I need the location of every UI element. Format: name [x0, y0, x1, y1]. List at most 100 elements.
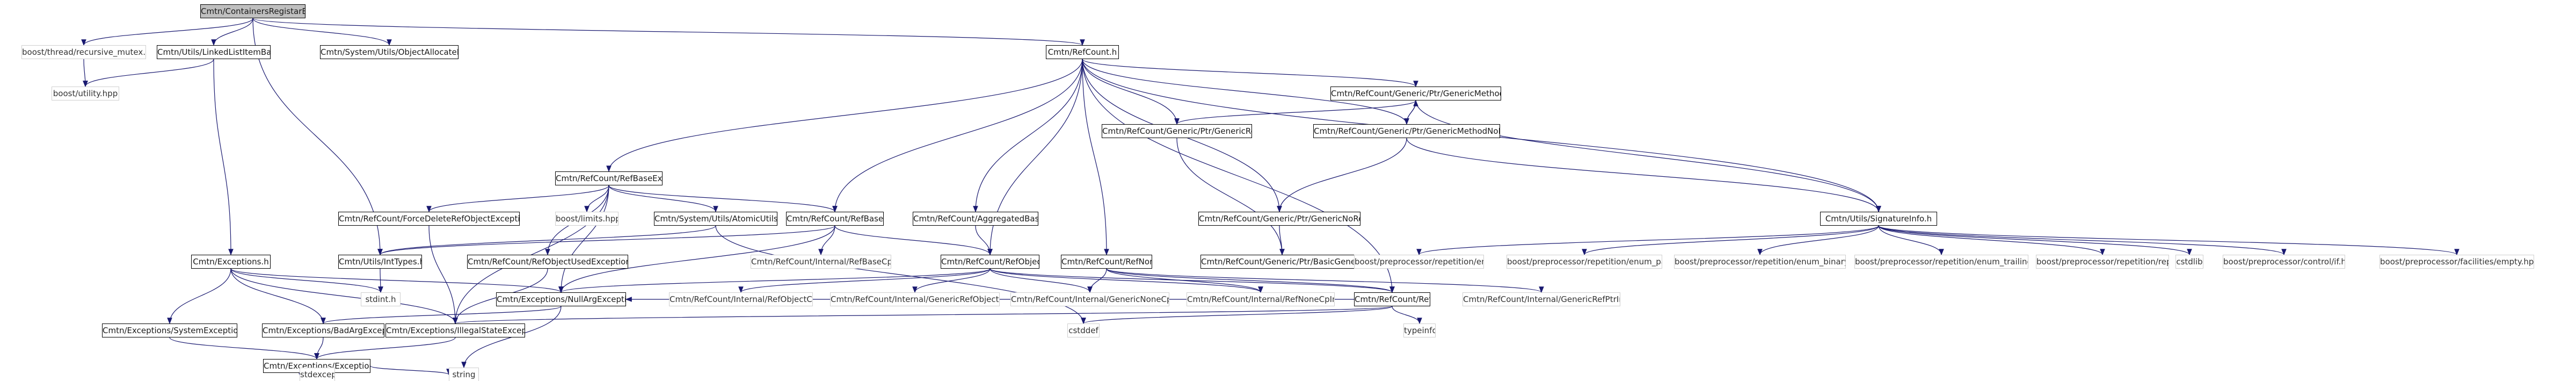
- node-boost-utility[interactable]: boost/utility.hpp: [52, 87, 119, 100]
- dependency-edge: [558, 225, 835, 293]
- dependency-edge: [211, 18, 253, 46]
- node-ref-base-ex[interactable]: Cmtn/RefCount/RefBaseEx.h: [555, 171, 663, 185]
- dependency-edge: [606, 59, 1083, 172]
- node-pp-enum-binary-params[interactable]: boost/preprocessor/repetition/enum_binar…: [1674, 255, 1846, 269]
- dependency-edge: [314, 337, 456, 360]
- node-ref-none-cp-impl[interactable]: Cmtn/RefCount/Internal/RefNoneCpImpl.h: [1187, 292, 1335, 306]
- dependency-edge: [252, 18, 383, 256]
- dependency-edge: [1082, 59, 1418, 88]
- dependency-edge: [321, 306, 562, 325]
- dependency-edge: [1878, 225, 2192, 256]
- dependency-edge: [1392, 306, 1422, 325]
- dependency-edge: [213, 59, 234, 256]
- node-ref-object-used-exception[interactable]: Cmtn/RefCount/RefObjectUsedException.h: [467, 255, 628, 269]
- node-object-allocate-buffer[interactable]: Cmtn/System/Utils/ObjectAllocateBuffer.h: [320, 45, 459, 59]
- node-typeinfo[interactable]: typeinfo: [1403, 324, 1436, 337]
- node-ref-object-cp-impl[interactable]: Cmtn/RefCount/Internal/RefObjectCpImpl.h: [669, 292, 813, 306]
- dependency-edge: [230, 268, 564, 293]
- dependency-edge: [558, 268, 991, 293]
- dependency-edge: [1277, 138, 1407, 213]
- node-pp-repeat[interactable]: boost/preprocessor/repetition/repeat.hpp: [2036, 255, 2169, 269]
- dependency-edge: [230, 268, 326, 325]
- node-linked-list-item-base[interactable]: Cmtn/Utils/LinkedListItemBase.h: [157, 45, 271, 59]
- node-exceptions[interactable]: Cmtn/Exceptions.h: [191, 255, 271, 269]
- node-boost-limits[interactable]: boost/limits.hpp: [555, 212, 618, 226]
- dependency-edge: [1415, 100, 1881, 213]
- node-signature-info[interactable]: Cmtn/Utils/SignatureInfo.h: [1820, 212, 1937, 226]
- node-cstddef[interactable]: cstddef: [1067, 324, 1100, 337]
- dependency-edge: [1082, 59, 1395, 293]
- dependency-edge: [378, 268, 383, 293]
- node-pp-enum-trailing-params[interactable]: boost/preprocessor/repetition/enum_trail…: [1854, 255, 2028, 269]
- node-system-exception[interactable]: Cmtn/Exceptions/SystemException.h: [102, 324, 237, 337]
- node-pp-facilities-empty[interactable]: boost/preprocessor/facilities/empty.hpp: [2379, 255, 2534, 269]
- dependency-edge: [989, 268, 1093, 293]
- node-generic-none-cp-impl[interactable]: Cmtn/RefCount/Internal/GenericNoneCpImpl…: [1010, 292, 1169, 306]
- dependency-edge: [1582, 225, 1879, 256]
- node-generic-ref-object-ptr-impl[interactable]: Cmtn/RefCount/Internal/GenericRefObjectP…: [830, 292, 1000, 306]
- node-illegal-state-exception[interactable]: Cmtn/Exceptions/IllegalStateException.h: [385, 324, 525, 337]
- dependency-edge: [1176, 138, 1285, 256]
- dependency-edge: [1279, 225, 1285, 256]
- node-pp-enum[interactable]: boost/preprocessor/repetition/enum.hpp: [1354, 255, 1484, 269]
- node-atomic-utils[interactable]: Cmtn/System/Utils/AtomicUtils.h: [654, 212, 777, 226]
- dependency-edge: [973, 59, 1083, 213]
- dependency-edge: [169, 337, 319, 360]
- dependency-edge: [1106, 268, 1544, 293]
- dependency-edge: [453, 306, 1393, 325]
- node-aggregated-base[interactable]: Cmtn/RefCount/AggregatedBase.h: [913, 212, 1038, 226]
- dependency-edge: [1174, 100, 1416, 125]
- node-generic-no-ref-ptr[interactable]: Cmtn/RefCount/Generic/Ptr/GenericNoRefPt…: [1198, 212, 1360, 226]
- node-ref-ptr[interactable]: Cmtn/RefCount/RefPtr.h: [1354, 292, 1430, 306]
- node-pp-control-if[interactable]: boost/preprocessor/control/if.hpp: [2223, 255, 2345, 269]
- dependency-edge: [1757, 225, 1879, 256]
- node-ref-base-cp-impl[interactable]: Cmtn/RefCount/Internal/RefBaseCpImpl.h: [751, 255, 891, 269]
- node-generic-ref-ptr[interactable]: Cmtn/RefCount/Generic/Ptr/GenericRefPtr.…: [1102, 124, 1252, 138]
- dependency-edge: [1087, 268, 1107, 293]
- node-refcount[interactable]: Cmtn/RefCount.h: [1046, 45, 1119, 59]
- dependency-edge: [1106, 268, 1263, 293]
- dependency-edge: [989, 268, 1263, 293]
- node-force-delete-ref-object-exception[interactable]: Cmtn/RefCount/ForceDeleteRefObjectExcept…: [338, 212, 520, 226]
- node-generic-method-ref-ptr[interactable]: Cmtn/RefCount/Generic/Ptr/GenericMethodR…: [1330, 87, 1501, 100]
- dependency-edge: [989, 268, 1395, 293]
- dependency-edge: [818, 225, 835, 256]
- dependency-edge: [1416, 225, 1879, 256]
- dependency-edge: [1082, 59, 1180, 125]
- dependency-edge: [83, 59, 214, 88]
- node-cstdlib[interactable]: cstdlib: [2175, 255, 2203, 269]
- node-bad-arg-exception[interactable]: Cmtn/Exceptions/BadArgException.h: [262, 324, 384, 337]
- node-basic-generic-ref-ptr[interactable]: Cmtn/RefCount/Generic/Ptr/BasicGenericRe…: [1200, 255, 1364, 269]
- dependency-edge: [1406, 99, 1418, 125]
- dependency-edge: [230, 268, 458, 325]
- dependency-edge: [608, 185, 838, 213]
- dependency-edge: [1106, 268, 1395, 293]
- node-exception[interactable]: Cmtn/Exceptions/Exception.h: [263, 359, 370, 373]
- node-generic-method-no-ref-ptr[interactable]: Cmtn/RefCount/Generic/Ptr/GenericMethodN…: [1313, 124, 1500, 138]
- node-generic-ref-ptr-impl[interactable]: Cmtn/RefCount/Internal/GenericRefPtrImpl…: [1462, 292, 1620, 306]
- node-int-types[interactable]: Cmtn/Utils/IntTypes.h: [338, 255, 422, 269]
- dependency-edge: [1878, 225, 2287, 256]
- dependency-edge: [426, 185, 609, 213]
- dependency-edge: [377, 225, 716, 256]
- node-ref-base[interactable]: Cmtn/RefCount/RefBase.h: [786, 212, 884, 226]
- node-boost-recursive-mutex[interactable]: boost/thread/recursive_mutex.hpp: [21, 45, 146, 59]
- dependency-edge: [370, 365, 452, 376]
- dependency-edge: [1878, 225, 2105, 256]
- node-pp-enum-params[interactable]: boost/preprocessor/repetition/enum_param…: [1507, 255, 1662, 269]
- node-containers-registar-ex[interactable]: Cmtn/ContainersRegistarEx.h: [200, 4, 305, 18]
- dependency-edge: [1081, 306, 1393, 325]
- dependency-edge: [252, 18, 392, 46]
- node-stdexcept[interactable]: stdexcept: [300, 368, 335, 381]
- dependency-edge: [584, 185, 609, 213]
- node-ref-none[interactable]: Cmtn/RefCount/RefNone.h: [1061, 255, 1152, 269]
- node-string[interactable]: string: [449, 368, 479, 381]
- dependency-edge: [1878, 225, 2459, 256]
- node-null-arg-exception[interactable]: Cmtn/Exceptions/NullArgException.h: [496, 292, 626, 306]
- dependency-edge: [83, 59, 88, 88]
- node-ref-object[interactable]: Cmtn/RefCount/RefObject.h: [941, 255, 1039, 269]
- dependency-edge: [1082, 59, 1409, 125]
- node-stdint[interactable]: stdint.h: [361, 292, 401, 306]
- dependency-edge: [608, 185, 718, 213]
